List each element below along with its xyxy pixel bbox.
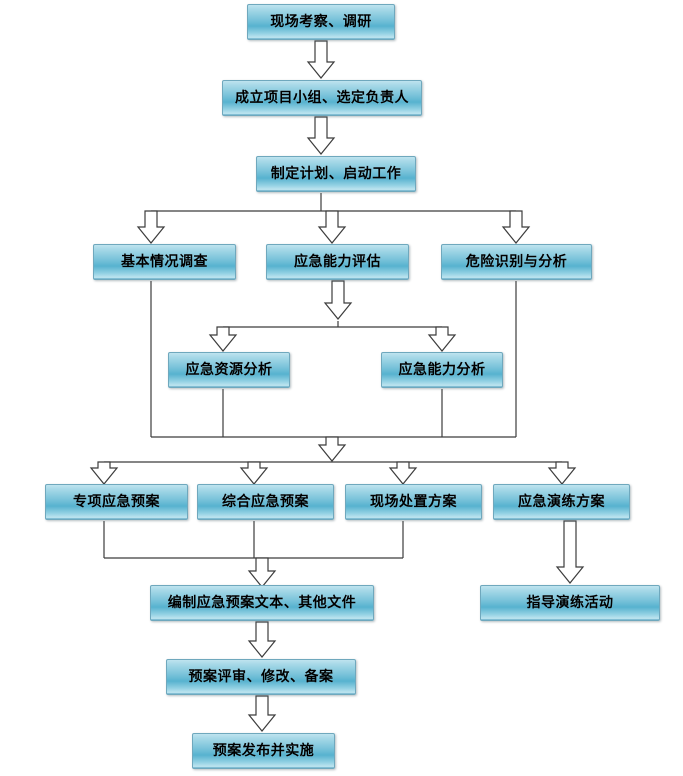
edge-n1-n2 [306,40,336,79]
node-special-emergency-plan[interactable]: 专项应急预案 [45,484,188,520]
node-form-project-team[interactable]: 成立项目小组、选定负责人 [222,80,422,116]
node-comprehensive-emergency-plan[interactable]: 综合应急预案 [197,484,334,520]
node-emergency-drill-plan[interactable]: 应急演练方案 [493,484,630,520]
edge-n13-n15 [247,621,277,658]
node-plan-release-implement[interactable]: 预案发布并实施 [192,733,335,769]
node-guide-drill-activities[interactable]: 指导演练活动 [480,585,660,621]
node-emergency-resource-analysis[interactable]: 应急资源分析 [168,352,290,388]
node-emergency-capability-assessment[interactable]: 应急能力评估 [266,244,409,280]
node-compile-plan-text-documents[interactable]: 编制应急预案文本、其他文件 [150,585,374,621]
edge-n12-n14 [555,520,585,584]
node-make-plan-start-work[interactable]: 制定计划、启动工作 [256,156,416,192]
edge-n15-n16 [247,695,277,732]
merge-bar-2 [103,521,404,588]
node-hazard-identification-analysis[interactable]: 危险识别与分析 [441,244,592,280]
edge-n5-distribution [208,280,457,352]
edge-n2-n3 [306,116,336,155]
node-plan-review-revise-record[interactable]: 预案评审、修改、备案 [166,659,356,695]
merge-bar-1 [150,281,517,462]
node-on-site-disposal-plan[interactable]: 现场处置方案 [345,484,482,520]
node-basic-situation-survey[interactable]: 基本情况调查 [93,244,236,280]
node-emergency-capability-analysis[interactable]: 应急能力分析 [381,352,503,388]
edge-n3-distribution [136,193,531,244]
node-site-survey[interactable]: 现场考察、调研 [247,4,395,40]
split-bar-plans [89,461,577,485]
